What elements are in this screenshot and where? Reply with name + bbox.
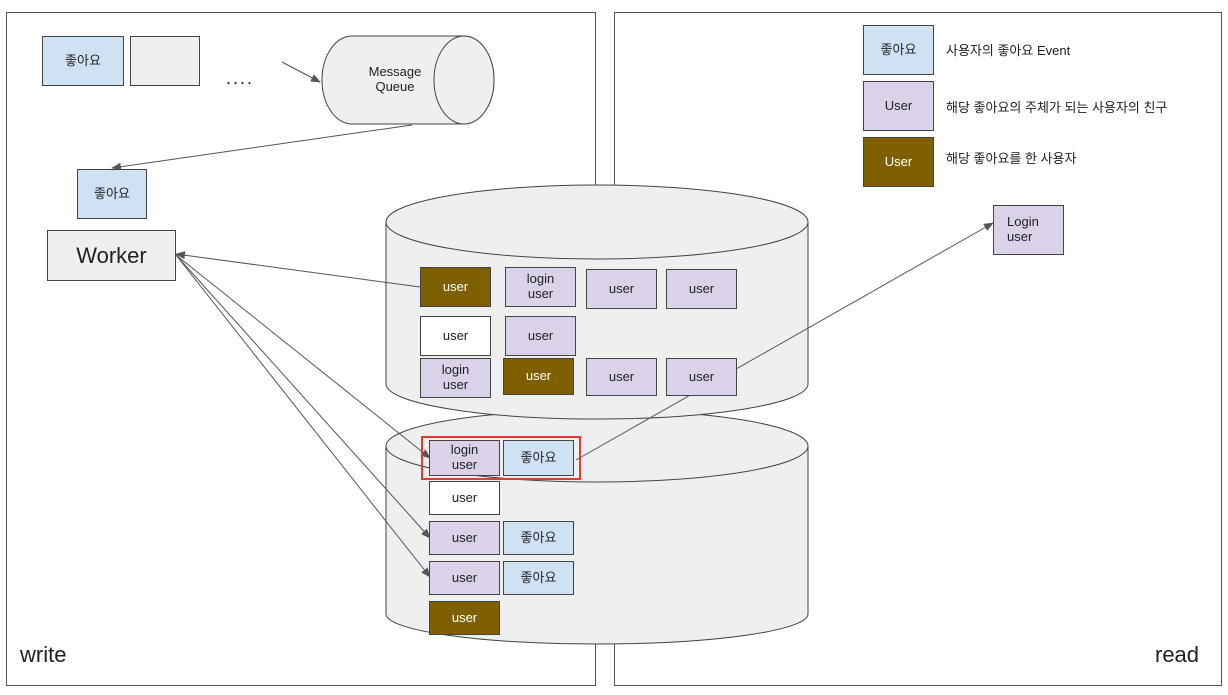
legend-like-box: 좋아요 <box>863 25 934 75</box>
db-cell-friend: login user <box>505 267 576 307</box>
arrow-into-queue <box>281 61 321 83</box>
ellipsis: .... <box>226 68 255 88</box>
db-cell-liker: user <box>420 267 491 307</box>
db-cell-user: user <box>420 316 491 356</box>
legend-like-text: 사용자의 좋아요 Event <box>946 43 1071 58</box>
db-cell-friend: user <box>429 521 500 555</box>
empty-event-box <box>130 36 200 86</box>
like-event-box: 좋아요 <box>42 36 124 86</box>
legend-liker-text: 해당 좋아요를 한 사용자 <box>946 151 1077 166</box>
arrow-queue-to-event <box>111 124 413 171</box>
message-queue-label: Message Queue <box>368 64 422 94</box>
db-cell-user: user <box>429 481 500 515</box>
message-queue-cylinder <box>321 35 495 125</box>
db-cell-friend: user <box>429 561 500 595</box>
arrow-worker-to-login-user <box>175 254 431 459</box>
legend-friend-text: 해당 좋아요의 주체가 되는 사용자의 친구 <box>946 100 1168 115</box>
worker-box: Worker <box>47 230 176 281</box>
legend-liker-box: User <box>863 137 934 187</box>
read-login-user-box: Login user <box>993 205 1064 255</box>
db-cell-friend: user <box>586 269 657 309</box>
db-cell-friend: user <box>505 316 576 356</box>
db-cell-like: 좋아요 <box>503 561 574 595</box>
highlight-frame <box>421 436 581 480</box>
read-label: read <box>1155 642 1200 667</box>
arrow-highlight-to-read <box>575 222 994 461</box>
db-cell-friend: user <box>666 269 737 309</box>
db-cell-login-user: login user <box>429 440 500 476</box>
write-label: write <box>20 642 67 667</box>
db-cell-like: 좋아요 <box>503 521 574 555</box>
db-cell-friend: user <box>586 358 657 396</box>
db-cell-liker: user <box>503 358 574 395</box>
db-cell-friend: login user <box>420 358 491 398</box>
arrow-liker-to-worker <box>175 251 421 288</box>
arrow-worker-to-user-row4 <box>175 254 431 578</box>
worker-event-box: 좋아요 <box>77 169 147 219</box>
legend-friend-box: User <box>863 81 934 131</box>
arrow-worker-to-user-row3 <box>175 254 431 539</box>
db-cell-liker: user <box>429 601 500 635</box>
db-cell-friend: user <box>666 358 737 396</box>
db-cell-like: 좋아요 <box>503 440 574 476</box>
